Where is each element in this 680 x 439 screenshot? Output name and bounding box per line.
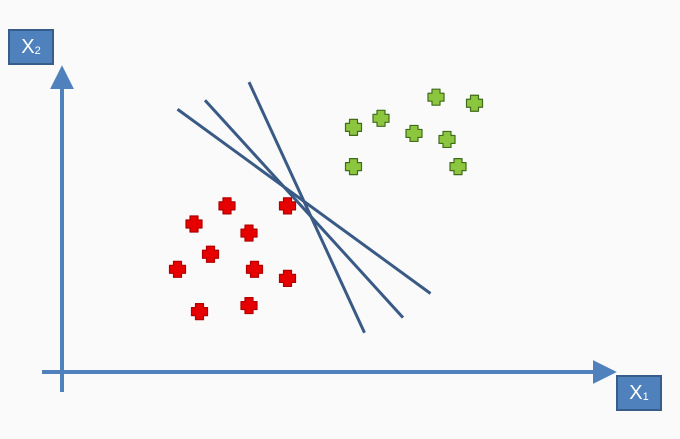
class-b-plus-point-6 bbox=[438, 130, 456, 149]
x1-label-sub: 1 bbox=[642, 391, 649, 403]
separator-line-1 bbox=[247, 81, 366, 334]
class-a-plus-point-7 bbox=[245, 260, 264, 278]
separator-line-2 bbox=[203, 99, 405, 319]
class-b-plus-point-1 bbox=[427, 88, 445, 106]
class-a-plus-point-10 bbox=[190, 303, 209, 321]
class-b-plus-point-4 bbox=[344, 118, 363, 136]
class-a-plus-point-9 bbox=[240, 296, 258, 315]
class-a-plus-point-5 bbox=[201, 245, 220, 263]
class-a-plus-point-1 bbox=[218, 197, 236, 215]
class-b-plus-point-5 bbox=[405, 124, 423, 143]
class-a-plus-point-8 bbox=[278, 269, 297, 287]
separator-line-3 bbox=[176, 108, 432, 295]
x2-label-main: X bbox=[21, 35, 35, 58]
x2-label-sub: 2 bbox=[34, 45, 41, 57]
separator-lines bbox=[176, 81, 432, 334]
data-points bbox=[168, 88, 484, 321]
class-a-plus-point-3 bbox=[185, 215, 203, 233]
class-b-plus-point-7 bbox=[344, 158, 363, 176]
class-b-plus-point-8 bbox=[449, 158, 467, 176]
class-b-plus-point-3 bbox=[372, 109, 390, 127]
class-a-plus-point-4 bbox=[240, 224, 258, 242]
class-a-plus-point-2 bbox=[278, 197, 297, 215]
x1-label-main: X bbox=[629, 381, 643, 404]
class-a-plus-point-6 bbox=[168, 260, 187, 278]
class-b-plus-point-2 bbox=[465, 94, 484, 112]
